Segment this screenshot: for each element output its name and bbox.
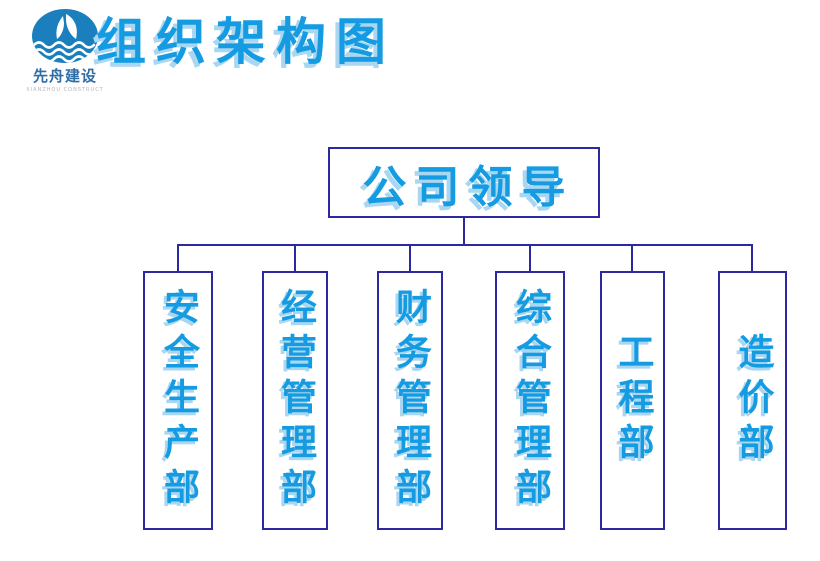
connector-stub-1 bbox=[177, 244, 179, 271]
connector-stub-4 bbox=[529, 244, 531, 271]
company-name: 先舟建设 bbox=[32, 67, 97, 85]
org-node-dept-finance: 财务管理部 bbox=[377, 271, 443, 530]
page-title: 组织架构图 bbox=[96, 13, 396, 71]
connector-rail bbox=[177, 244, 753, 246]
org-node-dept-engineering: 工程部 bbox=[600, 271, 665, 530]
connector-stub-6 bbox=[751, 244, 753, 271]
org-node-root: 公司领导 bbox=[328, 147, 600, 218]
company-tagline: XIANZHOU CONSTRUCT bbox=[26, 87, 104, 93]
org-node-dept-label: 工程部 bbox=[612, 333, 654, 468]
org-node-dept-general: 综合管理部 bbox=[495, 271, 565, 530]
connector-root-drop bbox=[463, 216, 465, 244]
company-logo: 先舟建设 XIANZHOU CONSTRUCT bbox=[24, 8, 106, 93]
org-node-dept-label: 造价部 bbox=[732, 333, 774, 468]
sail-wave-logo-icon bbox=[32, 9, 98, 63]
connector-stub-2 bbox=[294, 244, 296, 271]
org-node-dept-cost: 造价部 bbox=[718, 271, 787, 530]
org-node-dept-operations: 经营管理部 bbox=[262, 271, 328, 530]
connector-stub-5 bbox=[631, 244, 633, 271]
org-node-dept-safety: 安全生产部 bbox=[143, 271, 213, 530]
org-node-dept-label: 安全生产部 bbox=[158, 288, 199, 513]
connector-stub-3 bbox=[409, 244, 411, 271]
org-node-root-label: 公司领导 bbox=[362, 161, 575, 213]
org-node-dept-label: 综合管理部 bbox=[510, 288, 551, 513]
org-node-dept-label: 经营管理部 bbox=[275, 288, 316, 513]
org-node-dept-label: 财务管理部 bbox=[390, 288, 431, 513]
